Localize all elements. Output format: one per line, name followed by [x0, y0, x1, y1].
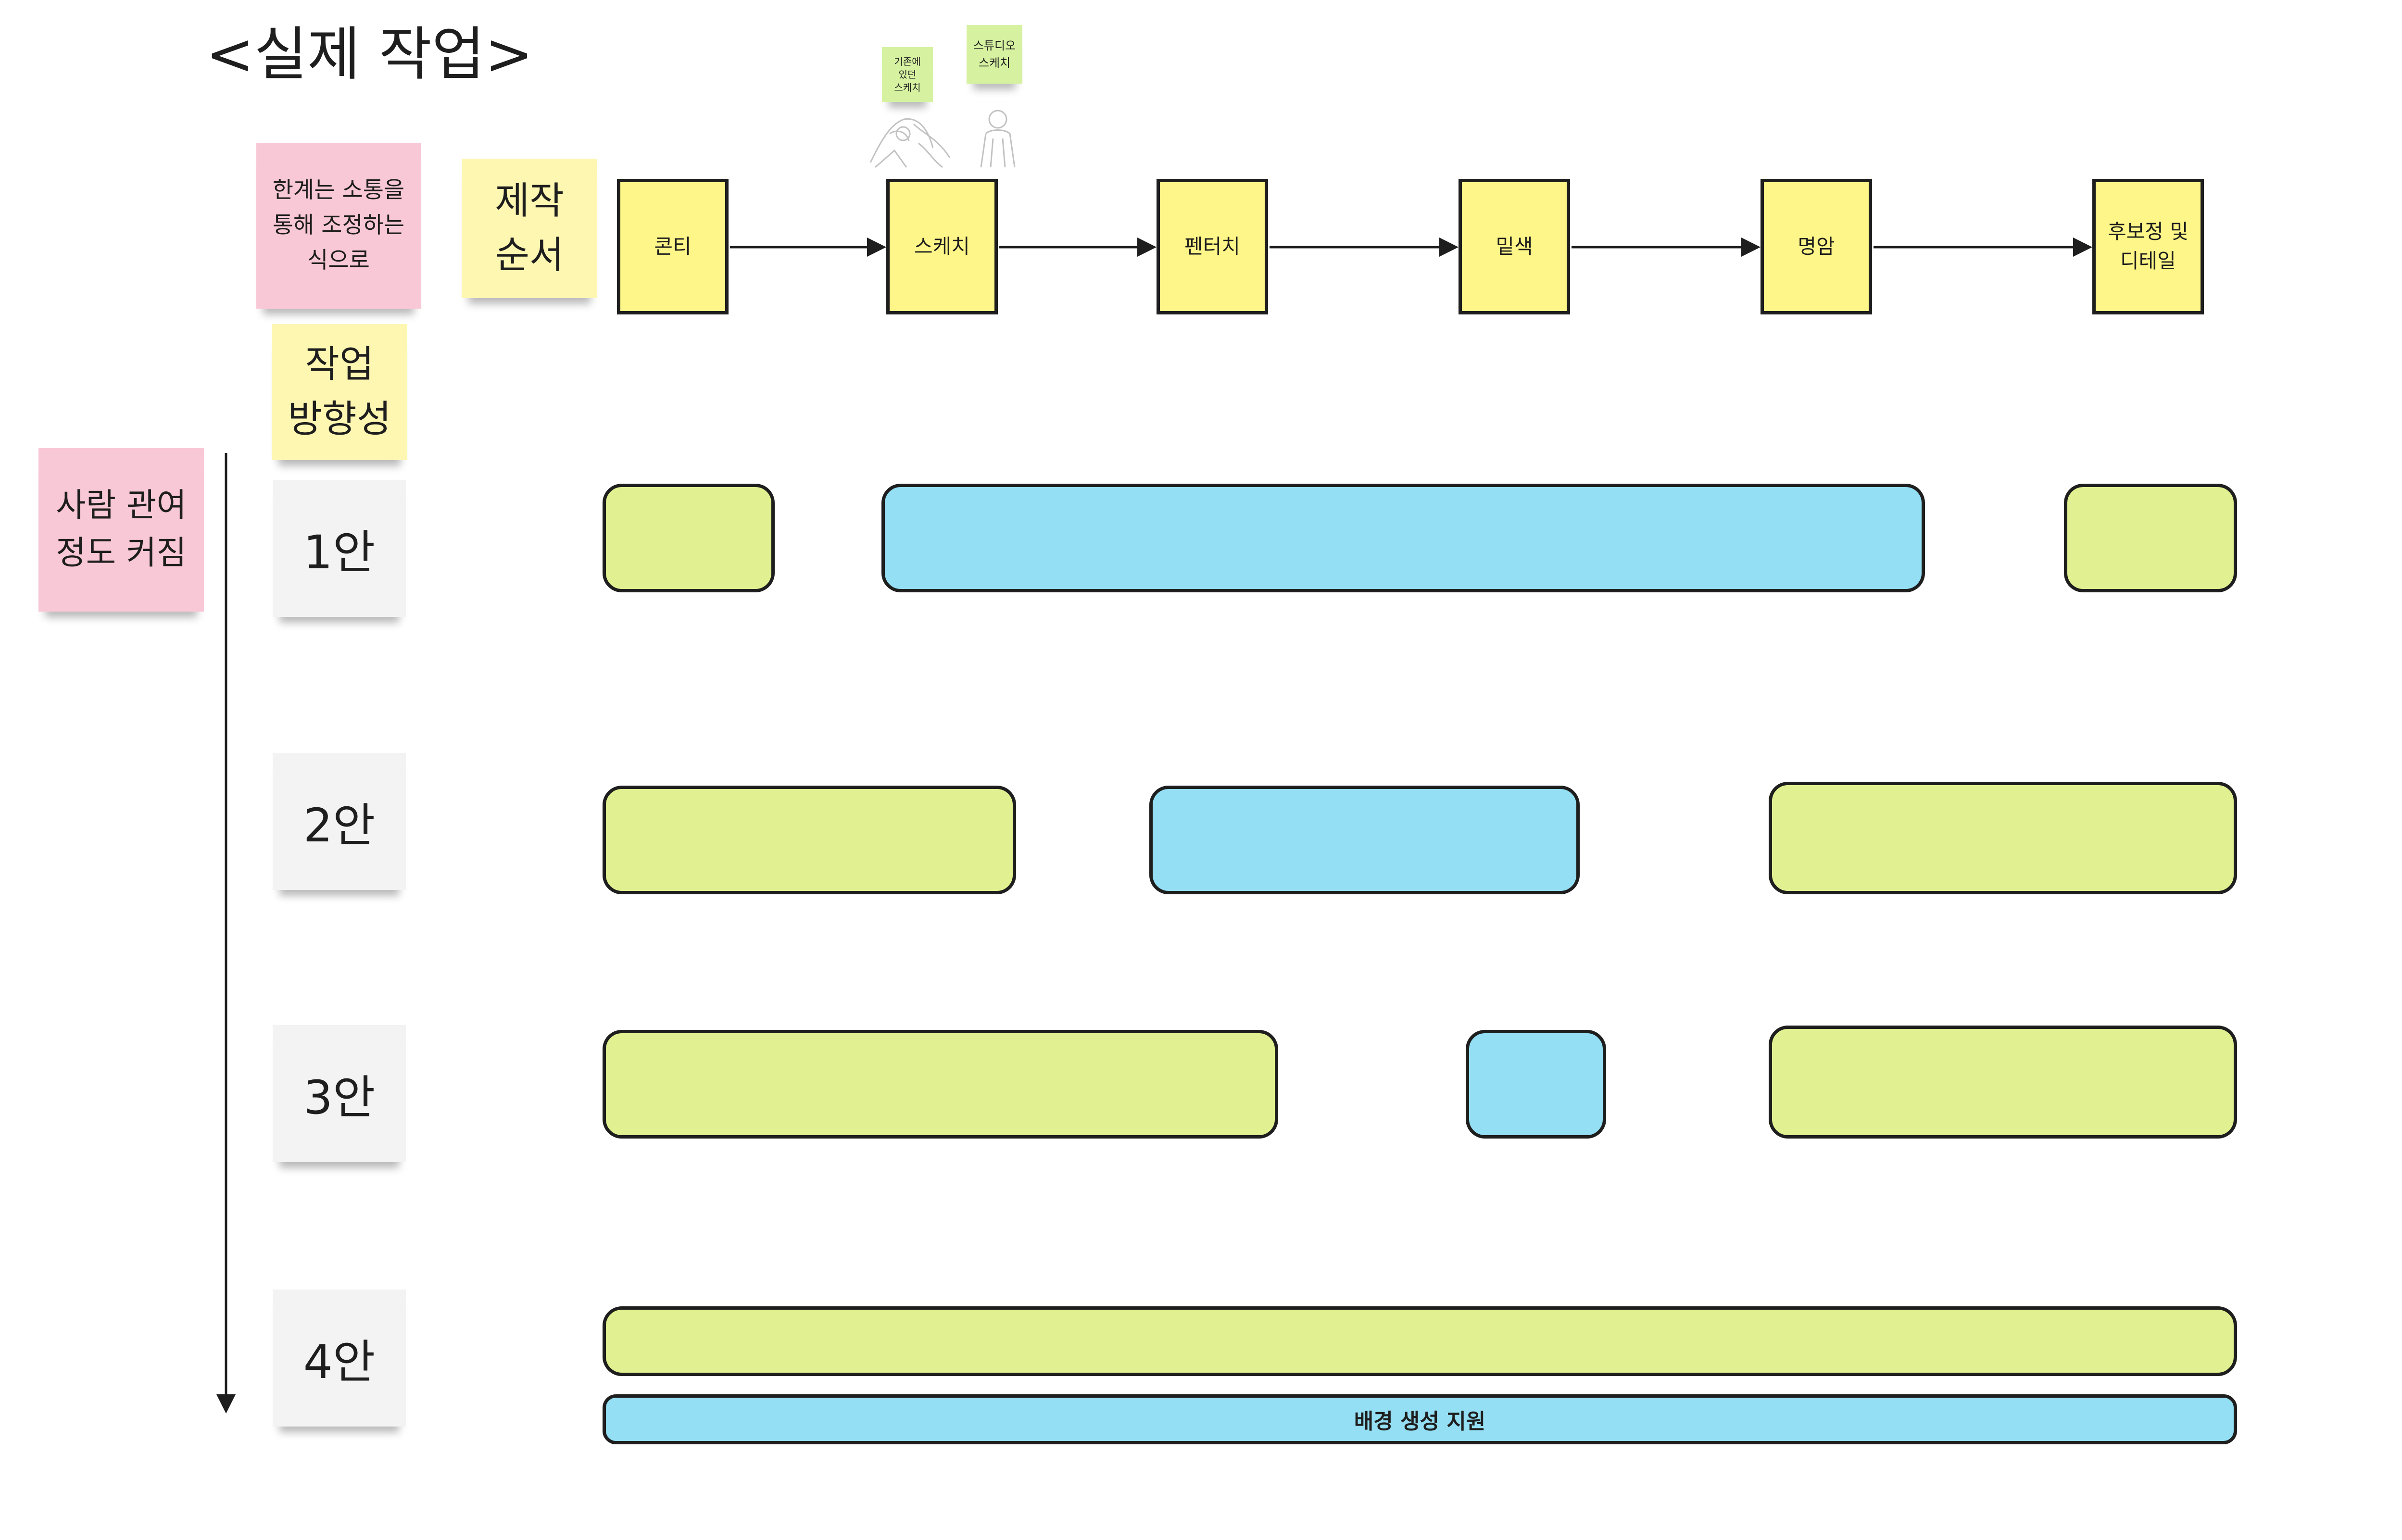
- option-2-label[interactable]: 2안: [273, 753, 406, 890]
- step-shading-label: 명암: [1798, 234, 1835, 258]
- option-2-bar-conti-sketch[interactable]: [603, 786, 1016, 894]
- option-4-bar-background-support[interactable]: 배경 생성 지원: [603, 1394, 2237, 1444]
- option-3-bar-ai-basecolor[interactable]: [1466, 1030, 1606, 1139]
- step-basecolor[interactable]: 밑색: [1459, 179, 1570, 314]
- option-4-label[interactable]: 4안: [273, 1290, 406, 1427]
- step-sketch-label: 스케치: [914, 234, 970, 258]
- studio-sketch-note-text: 스튜디오 스케치: [973, 39, 1016, 70]
- step-sketch[interactable]: 스케치: [886, 179, 998, 314]
- production-order-label-text: 제작 순서: [495, 179, 564, 277]
- option-1-bar-conti[interactable]: [603, 484, 775, 592]
- sketch-thumbnail-studio: [980, 110, 1016, 168]
- production-order-label[interactable]: 제작 순서: [462, 159, 597, 298]
- option-3-label[interactable]: 3안: [273, 1025, 406, 1162]
- background-support-label: 배경 생성 지원: [1354, 1409, 1486, 1434]
- option-3-bar-shading-post[interactable]: [1769, 1026, 2237, 1139]
- option-1-label[interactable]: 1안: [273, 480, 406, 617]
- step-pentouch[interactable]: 펜터치: [1157, 179, 1268, 314]
- option-4-label-text: 4안: [303, 1335, 376, 1389]
- option-2-label-text: 2안: [303, 799, 376, 852]
- step-pentouch-label: 펜터치: [1184, 234, 1240, 258]
- option-2-bar-ai-pentouch-basecolor[interactable]: [1149, 786, 1580, 894]
- work-direction-label-text: 작업 방향성: [288, 343, 391, 441]
- step-conti[interactable]: 콘티: [617, 179, 729, 314]
- option-1-bar-post[interactable]: [2064, 484, 2237, 592]
- option-1-bar-ai-sketch-to-shading[interactable]: [881, 484, 1925, 592]
- limit-adjustment-note-text: 한계는 소통을 통해 조정하는 식으로: [272, 177, 405, 274]
- step-basecolor-label: 밑색: [1496, 234, 1533, 258]
- human-involvement-note-text: 사람 관여 정도 커짐: [56, 487, 187, 572]
- step-post-detail-label: 후보정 및 디테일: [2108, 220, 2188, 273]
- step-shading[interactable]: 명암: [1761, 179, 1872, 314]
- step-conti-label: 콘티: [654, 234, 692, 258]
- human-involvement-note[interactable]: 사람 관여 정도 커짐: [38, 448, 204, 612]
- option-3-label-text: 3안: [303, 1071, 376, 1125]
- option-1-label-text: 1안: [303, 526, 376, 579]
- work-direction-label[interactable]: 작업 방향성: [272, 324, 407, 460]
- step-post-detail[interactable]: 후보정 및 디테일: [2092, 179, 2204, 314]
- existing-sketch-note[interactable]: 기존에 있던 스케치: [882, 47, 933, 102]
- option-3-bar-conti-to-pentouch[interactable]: [603, 1030, 1278, 1139]
- existing-sketch-note-text: 기존에 있던 스케치: [894, 55, 921, 93]
- page-title: <실제 작업>: [206, 21, 533, 88]
- sketch-thumbnail-existing: [869, 118, 951, 168]
- option-2-bar-shading-post[interactable]: [1769, 782, 2237, 894]
- option-4-bar-full-manual[interactable]: [603, 1306, 2237, 1376]
- studio-sketch-note[interactable]: 스튜디오 스케치: [967, 25, 1022, 84]
- limit-adjustment-note[interactable]: 한계는 소통을 통해 조정하는 식으로: [256, 143, 421, 309]
